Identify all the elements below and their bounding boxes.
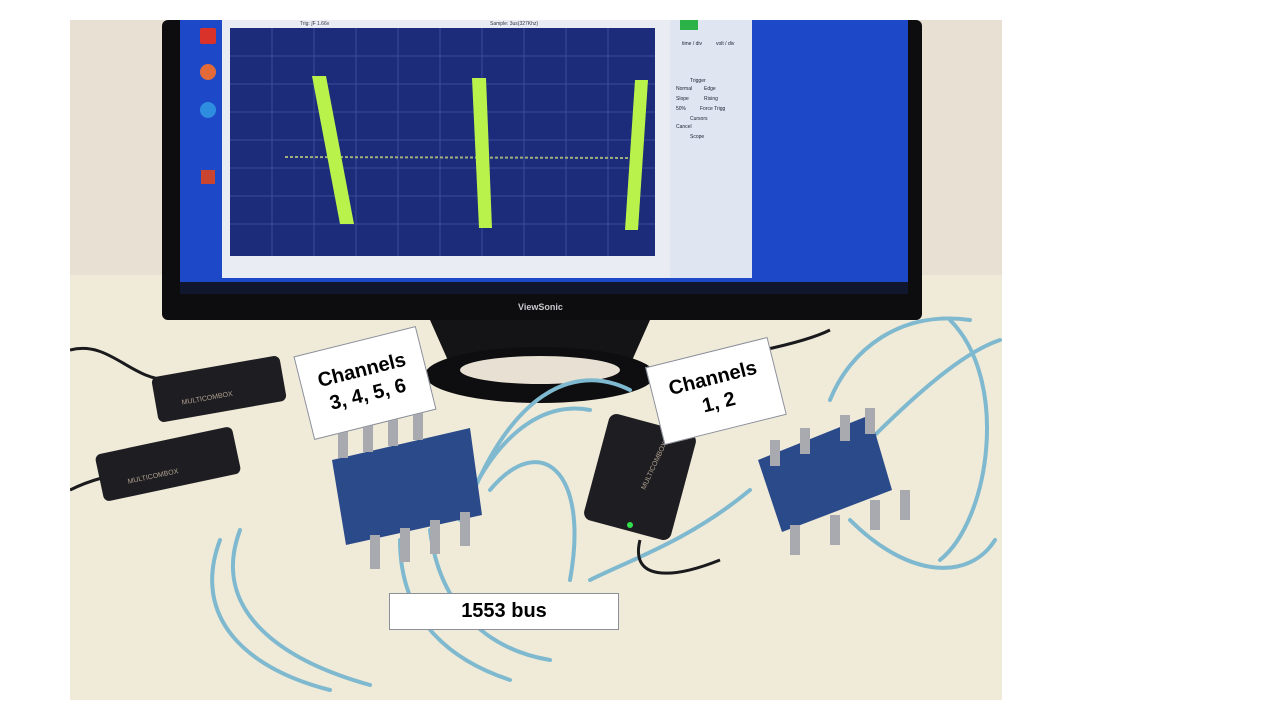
usb-device-left-top: MULTICOMBOX: [151, 356, 287, 422]
waveform-burst-1: [312, 76, 354, 224]
usb-led: [627, 522, 633, 528]
usb-device-center: MULTICOMBOX: [584, 414, 696, 540]
scope-header-sample: Sample: 3us(327Khz): [490, 21, 538, 27]
run-button-icon: [680, 20, 698, 30]
panel-slope-value: Rising: [704, 96, 718, 102]
panel-volt-div: volt / div: [716, 41, 735, 47]
panel-cursors: Cursors: [690, 116, 708, 122]
photo-scene: time / div volt / div Trigger Normal Edg…: [70, 20, 1002, 700]
panel-slope: Slope: [676, 96, 689, 102]
monitor-brand: ViewSonic: [518, 302, 563, 312]
panel-cancel: Cancel: [676, 124, 692, 130]
scope-header-trigger: Trig: ∫F 1.66v: [300, 21, 330, 27]
panel-time-div: time / div: [682, 41, 703, 47]
scope-grid: [230, 28, 655, 256]
baseline-trace: [284, 156, 641, 159]
panel-trigger: Trigger: [690, 78, 706, 84]
taskbar: [180, 282, 908, 294]
panel-level: 50%: [676, 106, 687, 112]
usb-device-left-bottom: MULTICOMBOX: [95, 427, 241, 501]
app-icon-3: [200, 102, 216, 118]
coupler-left: [332, 428, 482, 545]
panel-force-trigger: Force Trigg: [700, 106, 726, 112]
panel-scope: Scope: [690, 134, 704, 140]
app-icon-4: [201, 170, 215, 184]
waveform-burst-3: [625, 80, 648, 230]
monitor-stand-hole: [460, 356, 620, 384]
panel-trigger-mode: Normal: [676, 86, 692, 92]
photo: time / div volt / div Trigger Normal Edg…: [70, 20, 1002, 700]
coupler-right: [758, 415, 892, 532]
panel-trigger-type: Edge: [704, 86, 716, 92]
bus-label: 1553 bus: [389, 593, 619, 630]
waveform-burst-2: [472, 78, 492, 228]
app-icon-1: [200, 28, 216, 44]
scope-plot: [230, 28, 655, 256]
scope-control-panel: [670, 20, 752, 278]
connectors: [338, 408, 910, 569]
monitor: time / div volt / div Trigger Normal Edg…: [162, 20, 922, 403]
app-icon-2: [200, 64, 216, 80]
